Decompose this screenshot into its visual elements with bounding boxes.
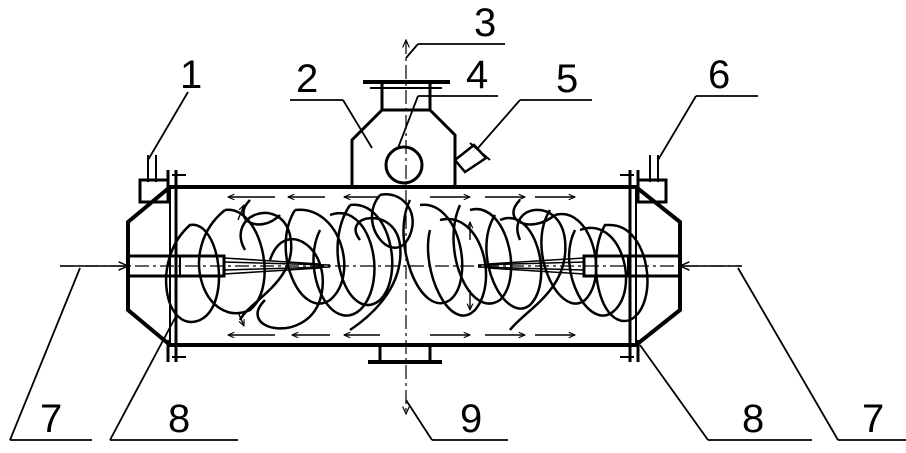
label-8-right: 8	[742, 397, 764, 441]
label-7-left: 7	[40, 397, 62, 441]
label-1: 1	[180, 53, 202, 97]
label-4: 4	[466, 53, 488, 97]
label-3: 3	[474, 1, 496, 45]
label-7-right: 7	[862, 397, 884, 441]
swirl-flows	[165, 192, 649, 332]
angled-nozzle	[453, 142, 491, 174]
left-inlet-pipe	[60, 254, 331, 278]
bottom-outlet	[368, 345, 442, 364]
label-2: 2	[296, 57, 318, 101]
label-9: 9	[460, 397, 482, 441]
flow-arrows	[228, 197, 575, 335]
right-inlet-pipe	[477, 254, 742, 278]
leader-lines	[9, 43, 906, 441]
left-top-nozzle	[138, 155, 170, 204]
label-8-left: 8	[168, 397, 190, 441]
label-6: 6	[708, 53, 730, 97]
label-5: 5	[556, 57, 578, 101]
ring-element	[384, 145, 424, 185]
right-top-nozzle	[636, 155, 668, 204]
